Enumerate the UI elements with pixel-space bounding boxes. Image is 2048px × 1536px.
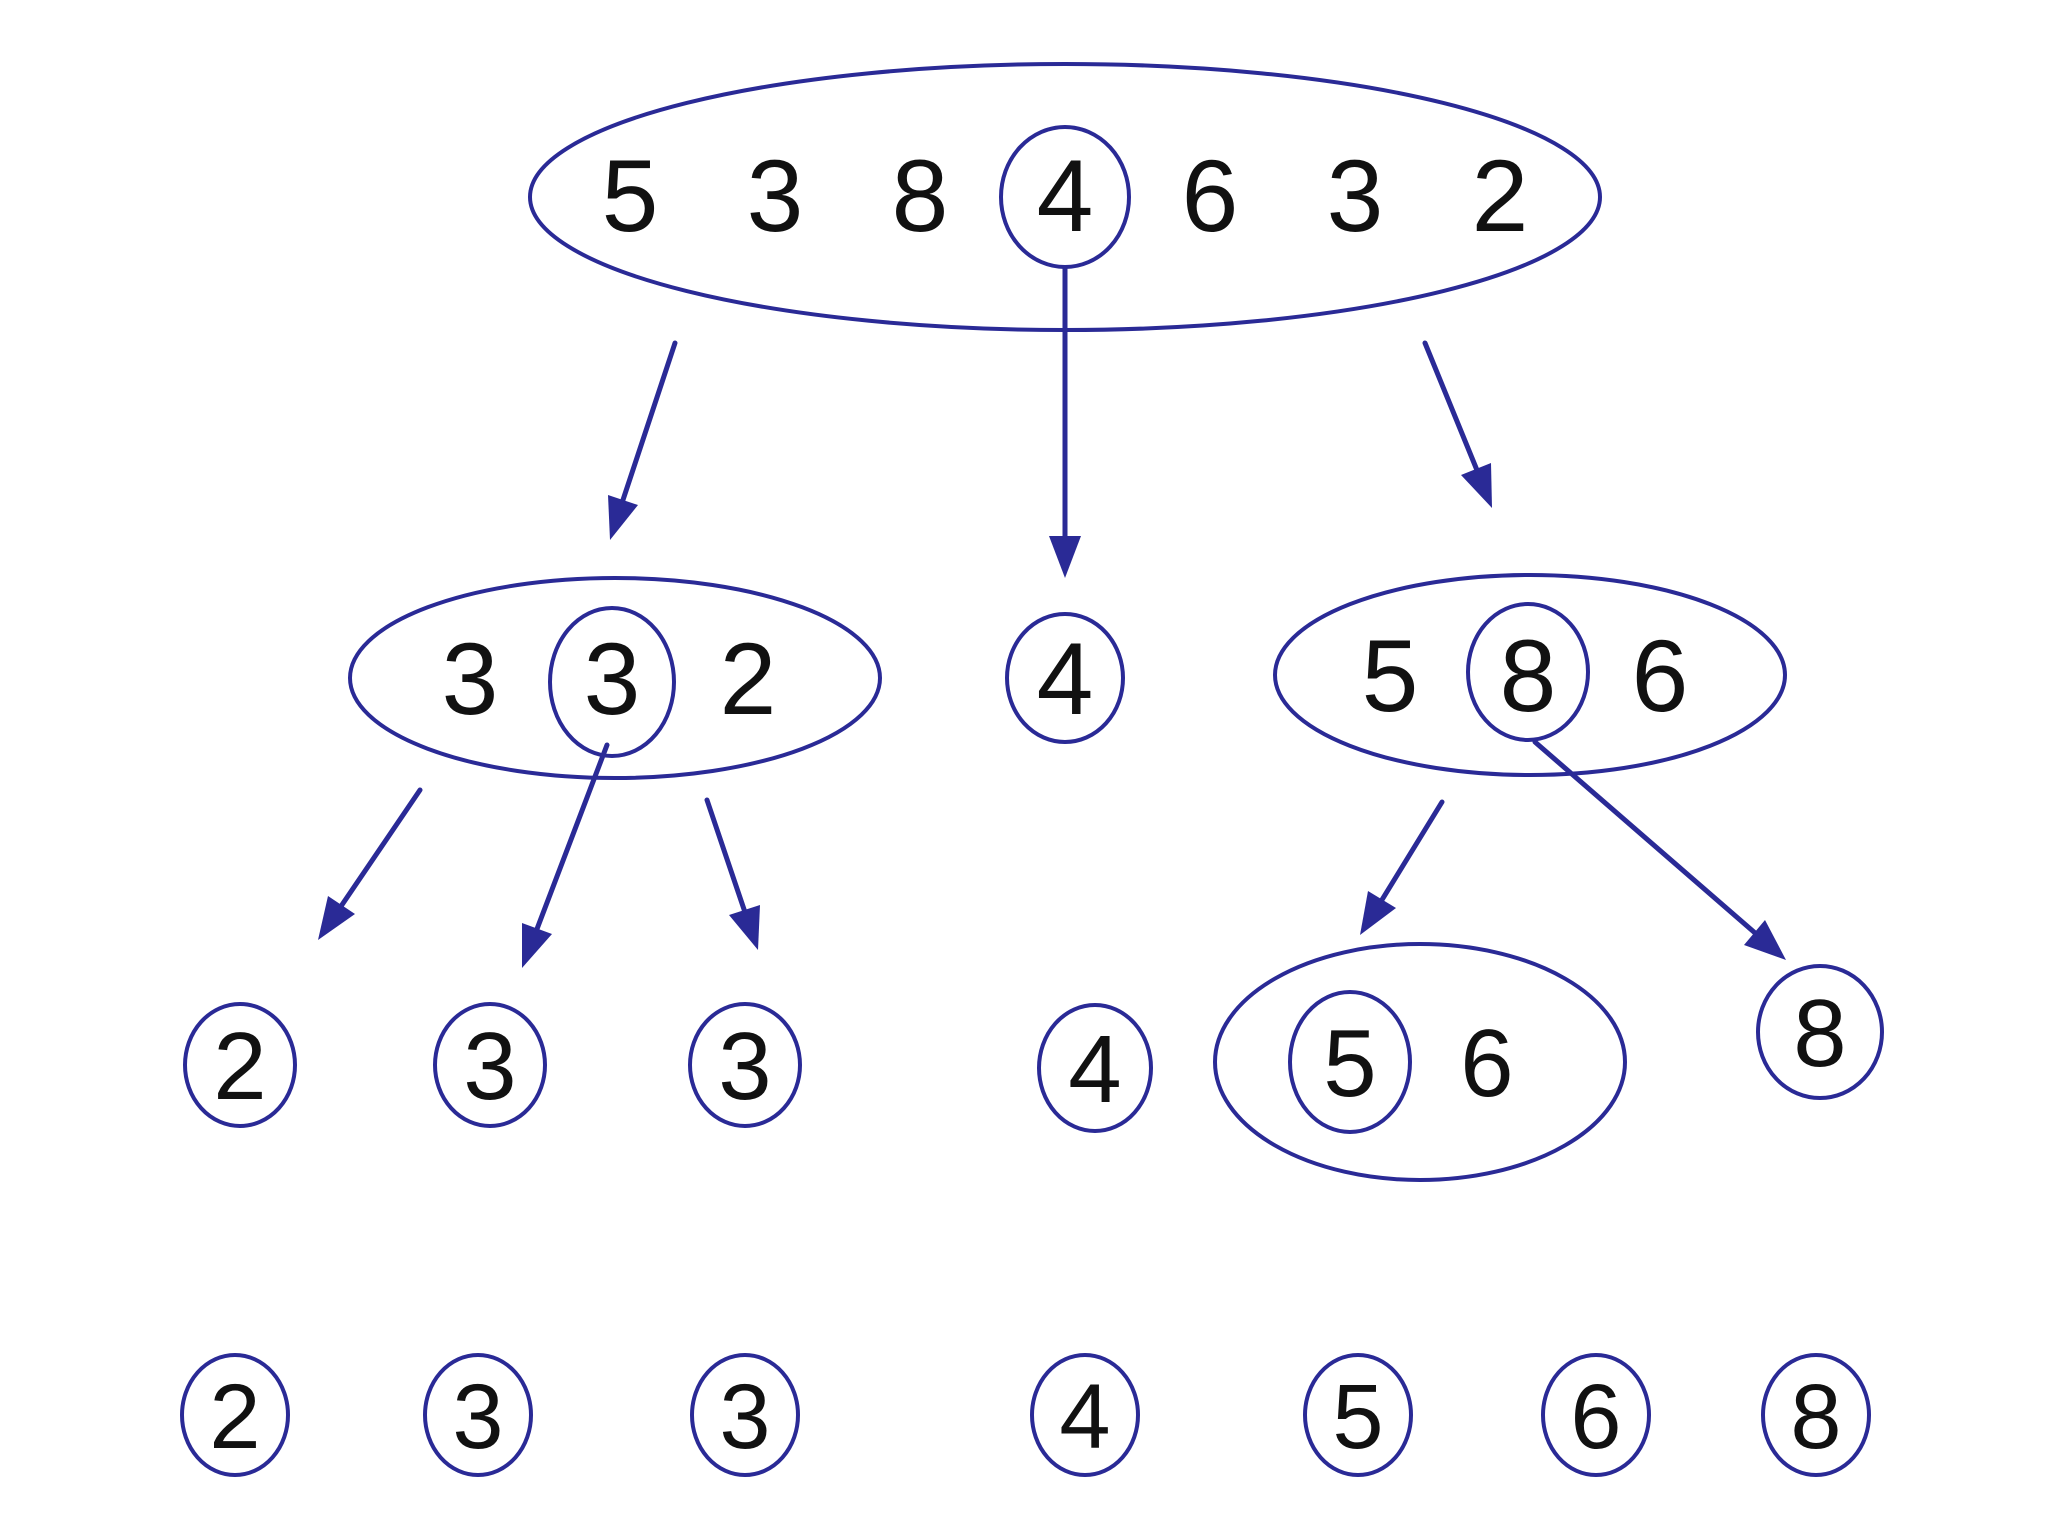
arrow-left-to-3-head [729, 905, 760, 950]
level1-value-5: 3 [1327, 139, 1384, 253]
sorted-circle-4 [1303, 1353, 1413, 1477]
sorted-circle-5 [1541, 1353, 1651, 1477]
level2-right-subarray: 5 8 6 [1273, 573, 1787, 777]
arrow-pivot-3-down-head [522, 923, 552, 968]
arrow-left-to-2-head [318, 896, 355, 940]
arrow-right-partition-line [1422, 340, 1484, 483]
left-subarray-ellipse [348, 576, 882, 780]
level2-middle-pivot: 4 [1005, 612, 1125, 744]
sorted-value-4: 5 [1332, 1366, 1383, 1468]
level2-left-pivot-value: 3 [584, 622, 641, 736]
arrow-right-partition-head [1461, 463, 1492, 508]
level1-initial-array: 5 3 8 4 6 3 2 [528, 62, 1602, 332]
arrow-pivot-3-down-line [526, 742, 610, 953]
level3-value-8: 8 [1793, 980, 1846, 1087]
level3-value-4: 4 [1068, 1016, 1121, 1123]
level1-value-4: 6 [1182, 139, 1239, 253]
level3-circle-4 [1037, 1003, 1153, 1133]
sorted-value-5: 6 [1570, 1366, 1621, 1468]
arrow-right-to-56-head [1360, 891, 1396, 935]
pivot-8-circle-level2 [1466, 602, 1590, 742]
level3-value-3b: 3 [718, 1013, 771, 1120]
level2-middle-value: 4 [1037, 622, 1094, 736]
sorted-circle-6 [1761, 1353, 1871, 1477]
level1-pivot-value: 4 [1037, 139, 1094, 253]
arrow-left-partition-head [608, 495, 638, 540]
arrows-level1-to-level2 [608, 265, 1492, 578]
level3-pair-value-1: 6 [1460, 1010, 1513, 1117]
level3-pair-pivot-value: 5 [1323, 1010, 1376, 1117]
level3-circle-3b [688, 1002, 802, 1128]
pivot-4-placed-circle [1005, 612, 1125, 744]
level3-value-2: 2 [213, 1013, 266, 1120]
arrow-left-partition-line [614, 340, 678, 521]
pivot-5-circle-level3 [1288, 990, 1412, 1134]
level1-value-0: 5 [602, 139, 659, 253]
pivot-3-circle-level2 [548, 606, 676, 758]
right-subarray-ellipse [1273, 573, 1787, 777]
sorted-value-0: 2 [209, 1366, 260, 1468]
sorted-circle-0 [180, 1353, 290, 1477]
level1-value-2: 8 [892, 139, 949, 253]
sorted-circle-1 [423, 1353, 533, 1477]
level2-right-pivot-value: 8 [1500, 619, 1557, 733]
level4-sorted-row: 2 3 3 4 5 6 8 [180, 1353, 1871, 1477]
arrow-left-to-2-line [328, 787, 423, 924]
sorted-circle-3 [1030, 1353, 1140, 1477]
sorted-value-1: 3 [452, 1366, 503, 1468]
level3-pair-ellipse [1213, 942, 1627, 1182]
sorted-circle-2 [690, 1353, 800, 1477]
level2-left-value-2: 2 [720, 622, 777, 736]
level3-row: 2 3 3 4 5 6 8 [183, 942, 1884, 1182]
sorted-value-6: 8 [1790, 1366, 1841, 1468]
arrow-left-to-3-line [704, 797, 754, 933]
level2-right-value-2: 6 [1632, 619, 1689, 733]
arrow-pivot-8-down-head [1744, 920, 1786, 960]
level3-value-3a: 3 [463, 1013, 516, 1120]
level3-circle-2 [183, 1002, 297, 1128]
level2-right-value-0: 5 [1362, 619, 1419, 733]
sorted-value-2: 3 [719, 1366, 770, 1468]
level2-left-subarray: 3 3 2 [348, 576, 882, 780]
level2-left-value-0: 3 [442, 622, 499, 736]
level3-circle-3a [433, 1002, 547, 1128]
level3-circle-8 [1756, 964, 1884, 1100]
level1-value-1: 3 [747, 139, 804, 253]
level1-value-6: 2 [1472, 139, 1529, 253]
arrow-pivot-4-down-head [1049, 536, 1081, 578]
arrow-pivot-8-down-line [1532, 739, 1765, 942]
arrows-level2-to-level3 [318, 739, 1786, 968]
sorted-value-3: 4 [1059, 1366, 1110, 1468]
